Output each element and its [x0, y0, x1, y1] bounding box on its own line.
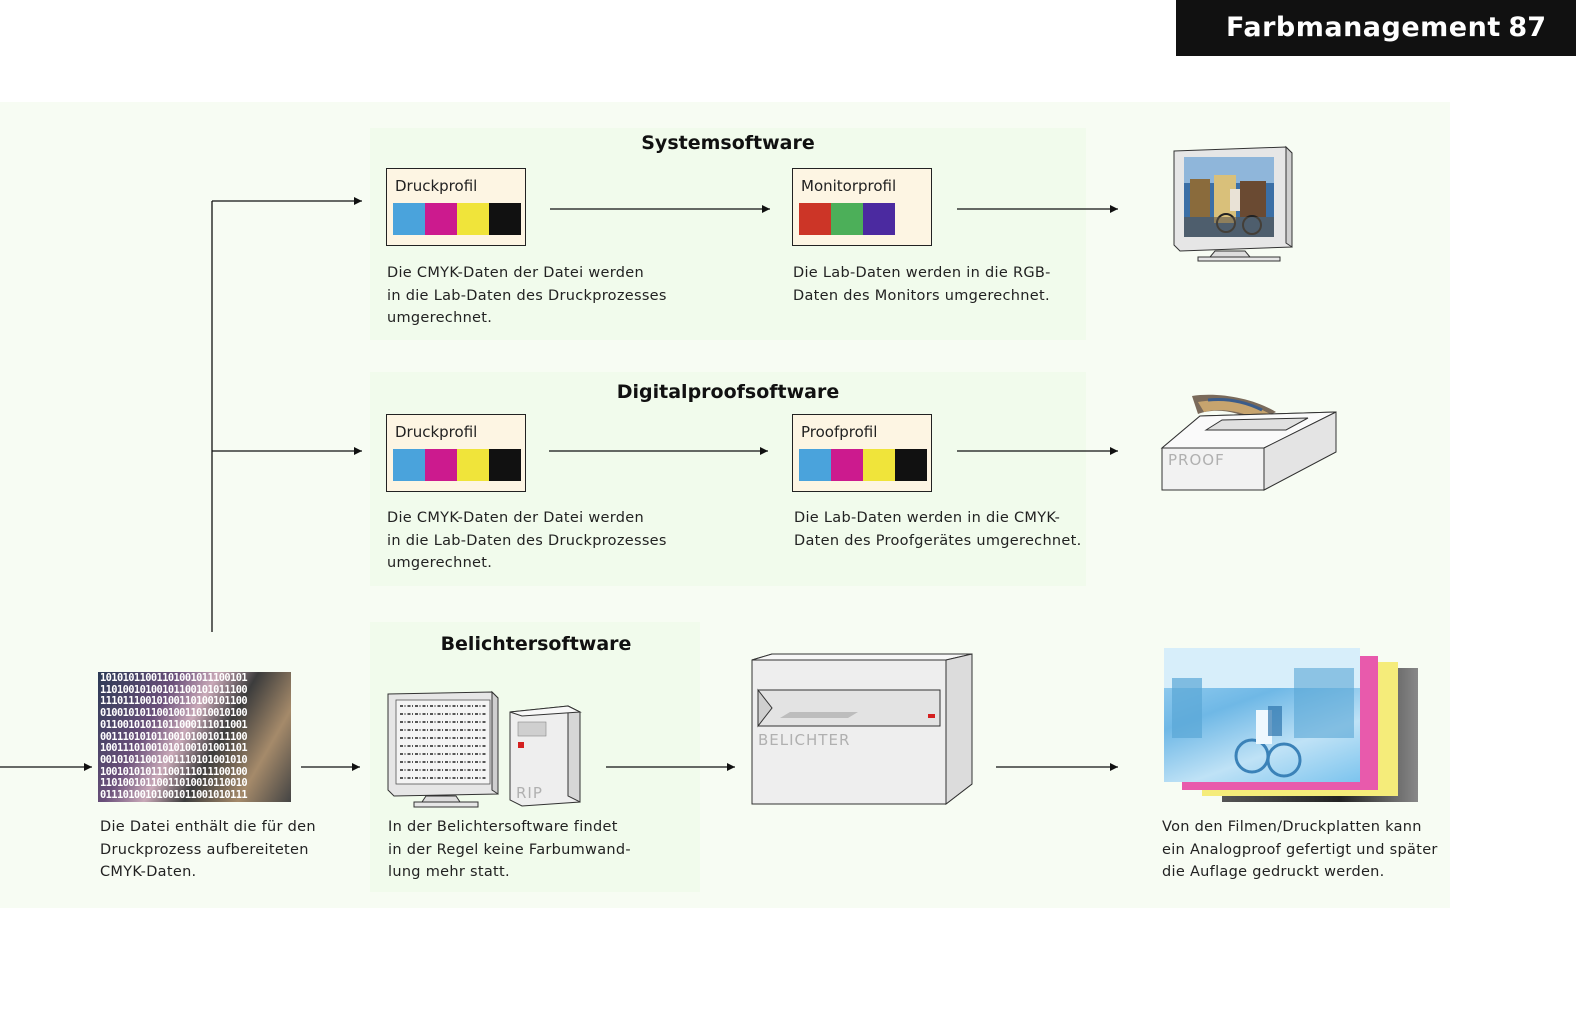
desc-system-monitorprofil: Die Lab-Daten werden in die RGB- Daten d… — [793, 262, 1051, 307]
binary-row: 00101011001001110101001010 — [100, 753, 248, 766]
desc-line: Die Lab-Daten werden in die CMYK- — [794, 510, 1061, 526]
color-swatch — [489, 449, 521, 481]
desc-line: Druckprozess aufbereiteten — [100, 841, 309, 858]
binary-row: 01110100101001011001010111 — [100, 789, 248, 802]
proof-printer-icon — [1160, 394, 1337, 491]
desc-line: lung mehr statt. — [388, 864, 510, 880]
desc-line: umgerechnet. — [387, 310, 493, 326]
film-stack — [1160, 646, 1422, 806]
binary-row: 01001010110010011010010100 — [100, 707, 248, 720]
film-cyan-photo — [1164, 648, 1360, 778]
desc-line: In der Belichtersoftware findet — [388, 819, 618, 835]
profile-label: Druckprofil — [395, 177, 478, 195]
druckprofil-box-proof: Druckprofil — [386, 414, 526, 492]
desc-line: Die CMYK-Daten der Datei werden — [387, 510, 644, 526]
desc-proof-druckprofil: Die CMYK-Daten der Datei werden in die L… — [387, 507, 667, 575]
profile-label: Monitorprofil — [801, 177, 897, 195]
color-swatch — [831, 203, 863, 235]
desc-file: Die Datei enthält die für den Druckproze… — [100, 816, 316, 884]
page-number: 87 — [1508, 12, 1546, 43]
desc-line: ein Analogproof gefertigt und später — [1162, 841, 1438, 858]
color-swatch — [425, 203, 457, 235]
desc-line: umgerechnet. — [387, 555, 493, 571]
color-swatch — [799, 449, 831, 481]
panel-title-digitalproofsoftware: Digitalproofsoftware — [616, 381, 840, 403]
chapter-title: Farbmanagement — [1226, 12, 1501, 43]
rip-label: RIP — [516, 784, 543, 802]
desc-line: Die Lab-Daten werden in die RGB- — [793, 265, 1051, 281]
binary-row: 00111010101100101001011100 — [100, 730, 248, 743]
profile-label: Proofprofil — [801, 423, 878, 441]
color-swatch — [863, 203, 895, 235]
binary-row: 10011101001010100101001101 — [100, 742, 248, 755]
profile-label: Druckprofil — [395, 423, 478, 441]
binary-text: 10101011001101001011100101 1101001010010… — [100, 672, 248, 802]
color-swatch — [457, 203, 489, 235]
desc-line: Von den Filmen/Druckplatten kann — [1162, 819, 1422, 835]
color-swatch — [425, 449, 457, 481]
proof-label: PROOF — [1168, 451, 1225, 469]
panel-title-belichtersoftware: Belichtersoftware — [440, 633, 632, 655]
desc-line: Daten des Monitors umgerechnet. — [793, 287, 1050, 304]
color-swatch — [489, 203, 521, 235]
binary-row: 01100101011011000111011001 — [100, 718, 248, 731]
color-swatch — [393, 449, 425, 481]
belichter-label: BELICHTER — [758, 731, 851, 749]
binary-file-image: 10101011001101001011100101 1101001010010… — [98, 672, 291, 802]
binary-row: 10010101011100111011100100 — [100, 765, 248, 778]
desc-line: in die Lab-Daten des Druckprozesses — [387, 287, 667, 304]
binary-row: 10101011001101001011100101 — [100, 672, 248, 684]
color-swatches — [799, 449, 927, 481]
color-swatches — [393, 203, 521, 235]
desc-system-druckprofil: Die CMYK-Daten der Datei werden in die L… — [387, 262, 667, 330]
desc-line: Die Datei enthält die für den — [100, 819, 316, 835]
color-swatches — [799, 203, 895, 235]
proofprofil-box: Proofprofil — [792, 414, 932, 492]
desc-belichter: In der Belichtersoftware findet in der R… — [388, 816, 631, 884]
desc-proof-proofprofil: Die Lab-Daten werden in die CMYK- Daten … — [794, 507, 1082, 552]
binary-row: 11010010110011010010110010 — [100, 777, 248, 790]
color-swatch — [831, 449, 863, 481]
monitor-icon — [1173, 145, 1293, 262]
color-swatch — [895, 449, 927, 481]
binary-row: 11010010100101100101011100 — [100, 683, 248, 696]
desc-line: in die Lab-Daten des Druckprozesses — [387, 532, 667, 549]
rip-computer-icon — [387, 690, 582, 808]
color-swatch — [863, 449, 895, 481]
imagesetter-icon — [751, 653, 973, 806]
desc-line: CMYK-Daten. — [100, 864, 197, 880]
druckprofil-box-system: Druckprofil — [386, 168, 526, 246]
color-swatches — [393, 449, 521, 481]
color-swatch — [799, 203, 831, 235]
desc-line: die Auflage gedruckt werden. — [1162, 864, 1385, 880]
desc-line: Daten des Proofgerätes umgerechnet. — [794, 532, 1082, 549]
desc-output: Von den Filmen/Druckplatten kann ein Ana… — [1162, 816, 1438, 884]
page-header: Farbmanagement 87 — [1176, 0, 1576, 56]
film-cyan — [1164, 648, 1360, 782]
binary-row: 11101110010100110100101100 — [100, 695, 248, 708]
panel-title-systemsoftware: Systemsoftware — [641, 132, 815, 154]
color-swatch — [457, 449, 489, 481]
desc-line: Die CMYK-Daten der Datei werden — [387, 265, 644, 281]
color-swatch — [393, 203, 425, 235]
desc-line: in der Regel keine Farbumwand- — [388, 841, 631, 858]
monitorprofil-box: Monitorprofil — [792, 168, 932, 246]
